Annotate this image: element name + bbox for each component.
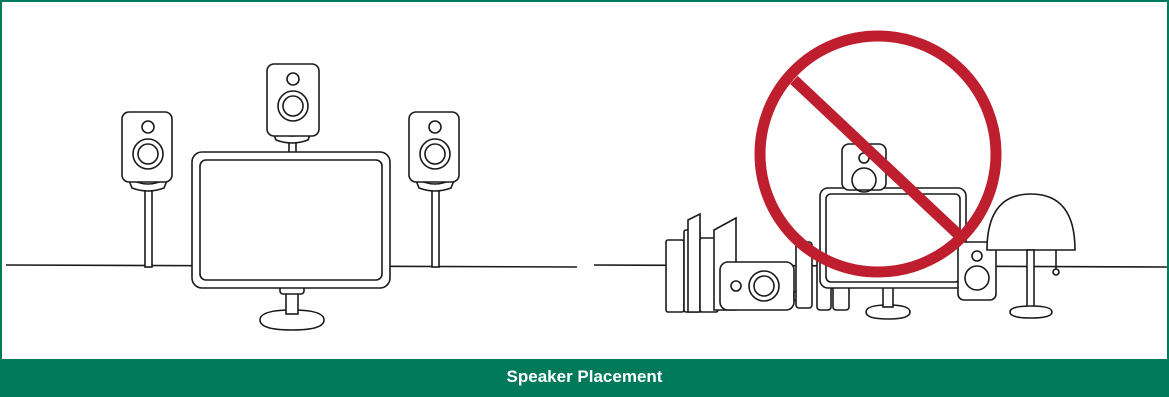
- speaker-left-icon: [122, 112, 172, 267]
- incorrect-placement-illustration: [594, 36, 1167, 319]
- speaker-right-icon: [409, 112, 459, 267]
- speaker-sideways-icon: [720, 262, 808, 310]
- figure-caption: Speaker Placement: [507, 367, 663, 387]
- speaker-center-icon: [267, 64, 319, 154]
- monitor-icon: [192, 152, 390, 330]
- caption-bar: Speaker Placement: [2, 359, 1167, 395]
- correct-placement-illustration: [6, 64, 577, 330]
- illustration-canvas: [2, 2, 1167, 360]
- lamp-icon: [987, 194, 1075, 318]
